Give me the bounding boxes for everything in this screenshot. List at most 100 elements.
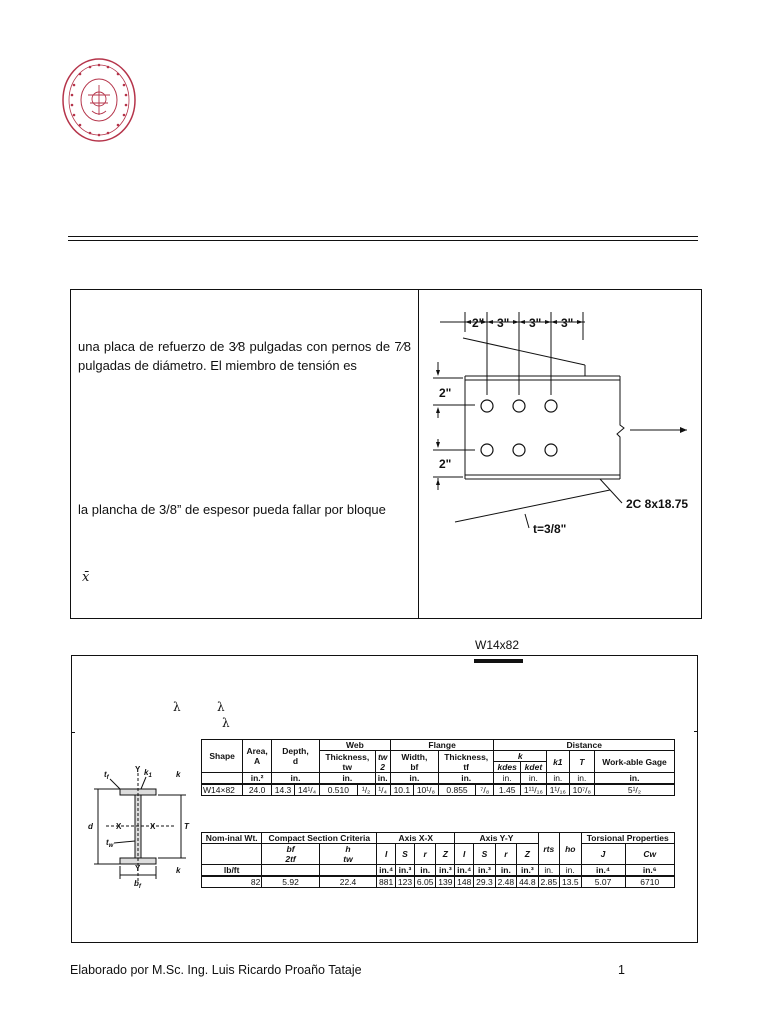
lambda-symbol: λ (217, 700, 225, 714)
unit-cell: in.³ (395, 864, 415, 877)
table-cell: ¹/₄ (374, 783, 391, 796)
table-cell: 6710 (624, 875, 676, 888)
th-r: r (413, 843, 437, 865)
shape-fig-bf-label: bf (134, 879, 142, 890)
table-cell: W14×82 (200, 783, 244, 796)
table-cell: 29.3 (473, 875, 496, 888)
table-cell: 139 (435, 875, 456, 888)
table-cell: ¹/₂ (356, 783, 376, 796)
table-cell: 6.05 (413, 875, 437, 888)
th-Sy: S (473, 843, 496, 865)
unit-cell: in.⁴ (580, 864, 626, 877)
unit-cell: in.⁴ (454, 864, 475, 877)
unit-cell: in. (519, 772, 547, 785)
th-k1: k1 (545, 750, 570, 773)
th-Zy: Z (516, 843, 539, 865)
table-cell: 24.0 (242, 783, 272, 796)
table-cell: 1.45 (493, 783, 521, 796)
table-cell: 5.92 (261, 875, 320, 888)
table-row: W14×82 24.0 14.3 14¹/₄ 0.510 ¹/₂ ¹/₄ 10.… (200, 783, 675, 796)
th-compact: Compact Section Criteria (261, 832, 378, 844)
table-cell: 5.07 (580, 875, 626, 888)
th-depth: Depth,d (270, 739, 321, 773)
table-cell: 82 (200, 875, 263, 888)
th-T: T (568, 750, 596, 773)
box-tick-left (71, 732, 75, 733)
unit-cell: in. (270, 772, 321, 785)
th-S: S (395, 843, 415, 865)
dim-3in-label-a: 3" (497, 316, 509, 330)
th-web-thickness: Thickness,tw (319, 750, 376, 773)
shape-fig-x-left-label: X (116, 822, 122, 831)
th-kdet: kdet (519, 761, 547, 773)
lambda-symbol: λ (173, 700, 181, 714)
shape-fig-T-label: T (184, 822, 190, 831)
problem-box (70, 289, 702, 619)
unit-cell: in. (437, 772, 495, 785)
table-cell: 5¹/₂ (594, 783, 675, 796)
problem-text-1: una placa de refuerzo de 3⁄8 pulgadas co… (78, 339, 411, 373)
w-shape-section-figure: tf k1 k k d X X T tw Y Y bf (88, 765, 190, 890)
unit-cell: in.³ (435, 864, 456, 877)
unit-cell: in.³ (473, 864, 496, 877)
dimensions-table: Shape Area,A Depth,d Web Flange Distance… (200, 739, 675, 796)
th-axis-x: Axis X-X (376, 832, 456, 844)
unit-cell: in. (568, 772, 596, 785)
dim-vertical-bottom-label: 2" (439, 457, 451, 471)
th-gage: Work-able Gage (594, 750, 675, 773)
table-cell: 14¹/₄ (294, 783, 321, 796)
university-seal-logo (62, 58, 136, 142)
th-torsional: Torsional Properties (580, 832, 676, 844)
table-cell: 1¹/₁₆ (545, 783, 570, 796)
dim-vertical-top-label: 2" (439, 386, 451, 400)
th-shape: Shape (200, 739, 244, 773)
page-number: 1 (618, 963, 625, 977)
unit-cell: in. (559, 864, 582, 877)
th-axis-y: Axis Y-Y (454, 832, 539, 844)
shape-fig-k-bottom-label: k (176, 866, 181, 875)
table-cell: 10¹/₈ (412, 783, 439, 796)
th-nominal: Nom-inal Wt. (200, 832, 263, 844)
table-cell: 2.85 (537, 875, 561, 888)
th-rts: rts (537, 832, 561, 865)
th-ho: ho (559, 832, 582, 865)
th-web: Web (319, 739, 391, 751)
th-area: Area,A (242, 739, 272, 773)
th-J: J (580, 843, 626, 865)
th-distance: Distance (493, 739, 675, 751)
header-rule-bottom (68, 240, 698, 241)
unit-cell: in.⁴ (376, 864, 397, 877)
unit-cell: in. (413, 864, 437, 877)
th-Cw: Cw (624, 843, 676, 865)
problem-box-divider (418, 289, 419, 619)
table-cell: 0.855 (437, 783, 477, 796)
lambda-symbol: λ (222, 716, 230, 730)
table-cell: 0.510 (319, 783, 358, 796)
unit-cell: in. (319, 772, 376, 785)
table-cell: 148 (454, 875, 475, 888)
th-kdes: kdes (493, 761, 521, 773)
footer-author: Elaborado por M.Sc. Ing. Luis Ricardo Pr… (70, 963, 362, 977)
table-cell: 22.4 (318, 875, 378, 888)
unit-cell: in.³ (516, 864, 539, 877)
unit-cell: in. (493, 772, 521, 785)
dim-2in-label: 2" (472, 316, 484, 330)
th-Iy: I (454, 843, 475, 865)
unit-cell: in. (537, 864, 561, 877)
unit-cell: in. (389, 772, 439, 785)
thickness-label: t=3/8" (533, 522, 566, 536)
properties-box (71, 655, 698, 943)
section-title: W14x82 (475, 638, 520, 652)
th-flange-thickness: Thickness,tf (437, 750, 495, 773)
shape-fig-tw-label: tw (106, 838, 114, 849)
th-Z: Z (435, 843, 456, 865)
th-ry: r (494, 843, 518, 865)
unit-cell (318, 864, 378, 877)
table-cell: 13.5 (559, 875, 582, 888)
table-cell: 1¹¹/₁₆ (519, 783, 547, 796)
th-flange: Flange (389, 739, 495, 751)
shape-fig-y-top-label: Y (135, 765, 141, 774)
unit-cell: in. (374, 772, 391, 785)
